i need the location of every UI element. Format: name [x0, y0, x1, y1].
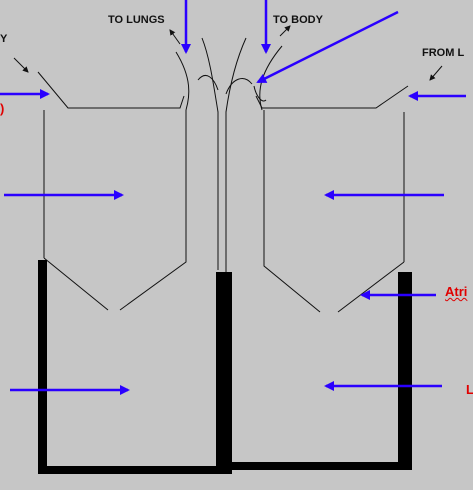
pulmonary-artery-left-wall — [175, 51, 190, 111]
label-to-body: TO BODY — [273, 14, 323, 26]
small-arrow-icon — [279, 25, 291, 37]
left-heart-outline — [255, 85, 409, 313]
ventricle-floor-right — [216, 462, 412, 470]
right-heart-outline — [37, 71, 187, 311]
label-red-bottom: L — [466, 382, 473, 397]
label-atrium-red: Atri — [445, 284, 468, 299]
small-arrow-icon — [169, 29, 181, 45]
pointer-arrows — [0, 0, 466, 395]
flow-arrows — [13, 25, 443, 81]
aorta-left-wall — [225, 37, 247, 272]
septum-wall — [216, 272, 232, 474]
ventricle-floor-left — [38, 466, 222, 474]
ventricle-walls — [38, 260, 412, 474]
aortic-arch-inner — [253, 85, 267, 102]
right-atrium-floor — [43, 257, 109, 311]
left-ventricle-outer-wall — [398, 272, 412, 470]
pulmonary-arch — [197, 75, 219, 91]
arrow-right-icon — [256, 10, 399, 84]
small-arrow-icon — [13, 57, 29, 73]
label-left-edge: Y — [0, 33, 8, 45]
great-vessels — [175, 37, 283, 272]
aortic-arch — [225, 78, 253, 95]
right-atrium-outline — [37, 71, 185, 109]
label-to-lungs: TO LUNGS — [108, 14, 165, 26]
left-atrium-inner-wall — [263, 110, 321, 313]
left-atrium-floor — [337, 261, 405, 313]
right-atrium-inner-wall — [119, 110, 187, 311]
pulmonary-artery-right-wall — [201, 37, 219, 270]
right-ventricle-outer-wall — [38, 260, 47, 474]
label-red-left: ) — [0, 101, 5, 116]
aorta-right-wall — [259, 45, 283, 111]
label-from-lungs: FROM L — [422, 47, 465, 59]
left-atrium-outline — [255, 85, 409, 109]
small-arrow-icon — [429, 65, 443, 81]
